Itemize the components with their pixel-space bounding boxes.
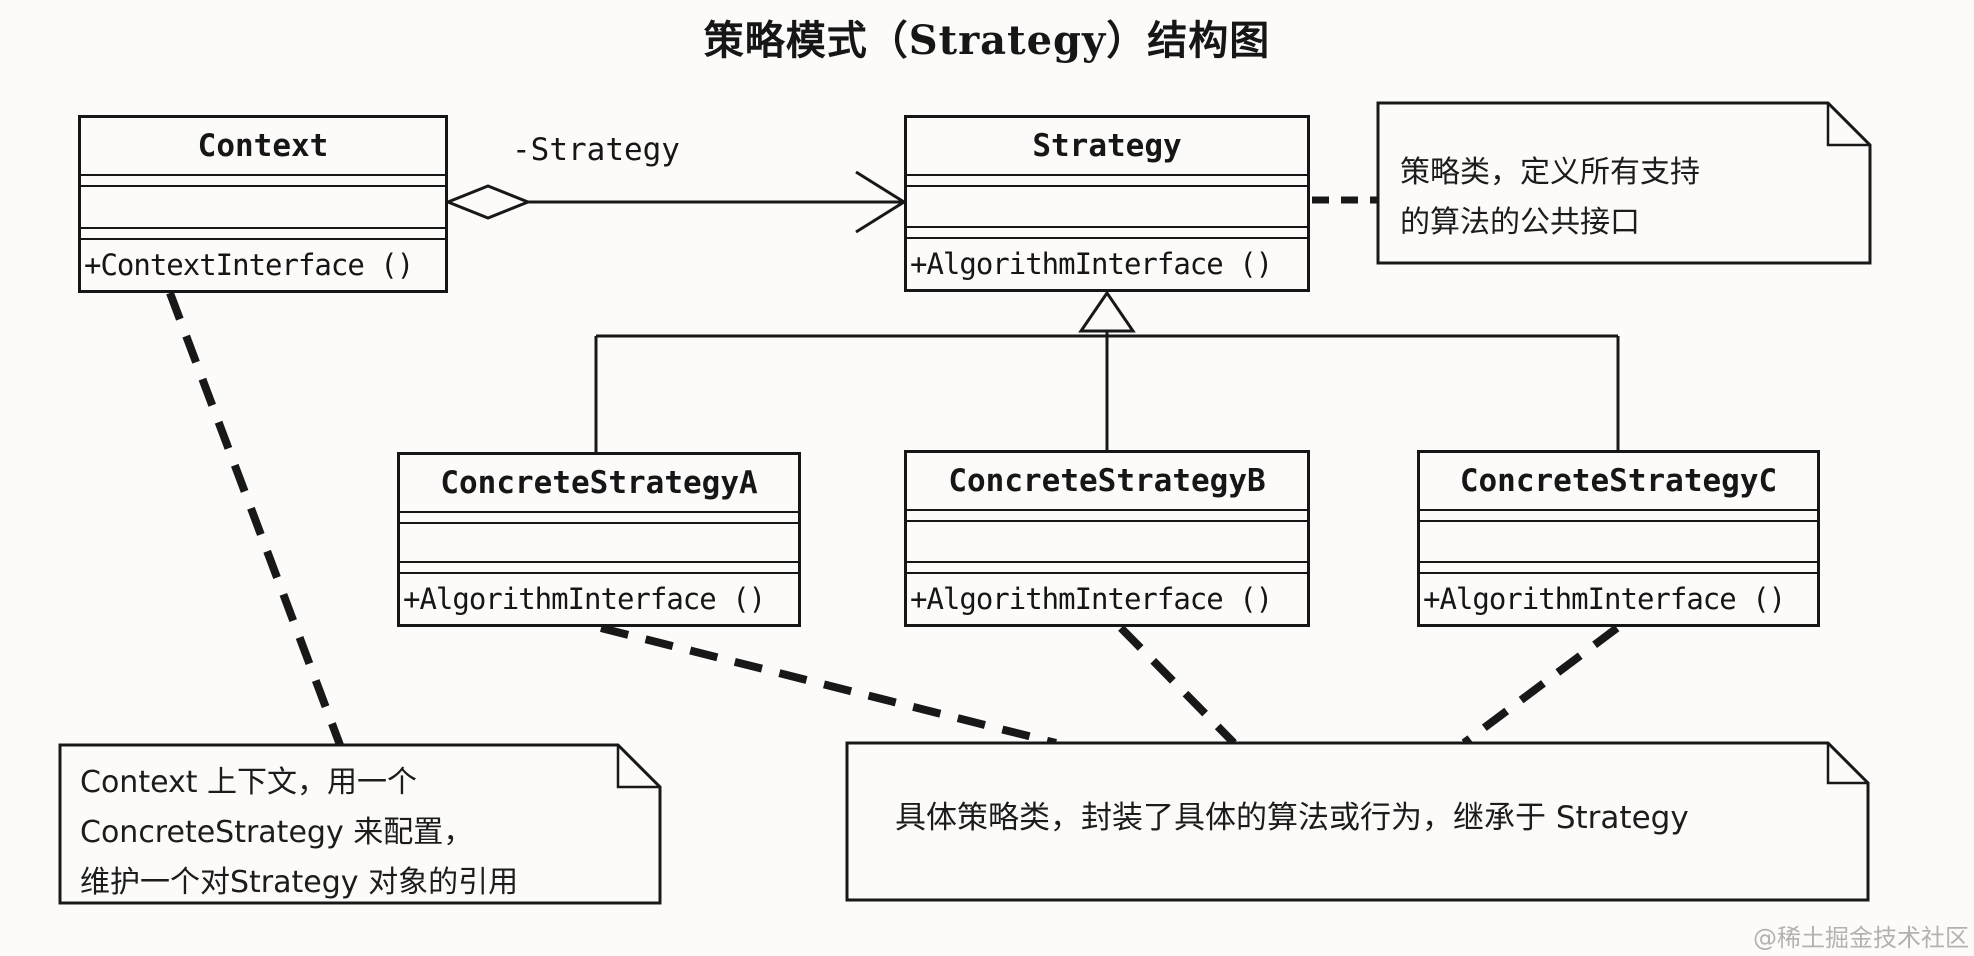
method-label: +AlgorithmInterface () [910, 247, 1273, 281]
note-shape-context [58, 743, 662, 905]
note-shape-concrete [845, 741, 1870, 902]
note-line: 策略类，定义所有支持 [1400, 155, 1700, 190]
section-divider [1420, 561, 1817, 574]
folded-corner-icon [616, 745, 660, 789]
attributes-section [400, 524, 798, 561]
section-divider [81, 174, 445, 187]
note-strategy: 策略类，定义所有支持 的算法的公共接口 [1400, 148, 1700, 248]
class-box-context: Context +ContextInterface () [78, 115, 448, 293]
attributes-section [907, 522, 1307, 561]
note-anchor-concrete-a [600, 624, 1057, 747]
class-name: Strategy [1032, 128, 1182, 164]
attributes-section [1420, 522, 1817, 561]
class-box-concrete-strategy-a: ConcreteStrategyA +AlgorithmInterface () [397, 452, 801, 627]
class-box-concrete-strategy-c: ConcreteStrategyC +AlgorithmInterface () [1417, 450, 1820, 627]
method-label: +AlgorithmInterface () [1423, 582, 1786, 616]
section-divider [400, 561, 798, 574]
page-title: 策略模式（Strategy）结构图 [703, 17, 1271, 64]
note-line: 的算法的公共接口 [1400, 205, 1640, 240]
section-divider [400, 511, 798, 524]
watermark: @稀土掘金技术社区 [1753, 924, 1969, 952]
aggregation-diamond-icon [443, 184, 533, 220]
association-label: -Strategy [512, 132, 680, 168]
class-name: ConcreteStrategyC [1459, 463, 1778, 499]
note-line: 维护一个对Strategy 对象的引用 [80, 865, 519, 900]
note-line: 具体策略类，封装了具体的算法或行为，继承于 Strategy [895, 800, 1689, 836]
method-label: +ContextInterface () [84, 248, 414, 282]
inheritance-triangle-icon [1078, 290, 1136, 333]
attributes-section [81, 187, 445, 227]
section-divider [907, 509, 1307, 522]
note-anchor-concrete-c [1461, 624, 1620, 747]
method-label: +AlgorithmInterface () [403, 582, 766, 616]
note-context: Context 上下文，用一个 ConcreteStrategy 来配置， 维护… [80, 758, 518, 908]
note-shape-strategy [1376, 101, 1872, 265]
note-line: Context 上下文，用一个 [80, 765, 418, 800]
attributes-section [907, 187, 1307, 226]
section-divider [907, 561, 1307, 574]
class-box-strategy: Strategy +AlgorithmInterface () [904, 115, 1310, 292]
class-name: Context [197, 128, 329, 164]
folded-corner-icon [1826, 743, 1868, 785]
section-divider [1420, 509, 1817, 522]
method-label: +AlgorithmInterface () [910, 582, 1273, 616]
section-divider [907, 226, 1307, 239]
class-name: ConcreteStrategyB [948, 463, 1266, 499]
note-anchor-context [166, 291, 344, 747]
section-divider [907, 174, 1307, 187]
note-anchor-concrete-b [1118, 625, 1237, 746]
note-line: ConcreteStrategy 来配置， [80, 815, 474, 850]
note-concrete: 具体策略类，封装了具体的算法或行为，继承于 Strategy [895, 800, 1689, 836]
class-box-concrete-strategy-b: ConcreteStrategyB +AlgorithmInterface () [904, 450, 1310, 627]
folded-corner-icon [1826, 103, 1870, 147]
class-name: ConcreteStrategyA [440, 465, 758, 501]
section-divider [81, 227, 445, 240]
